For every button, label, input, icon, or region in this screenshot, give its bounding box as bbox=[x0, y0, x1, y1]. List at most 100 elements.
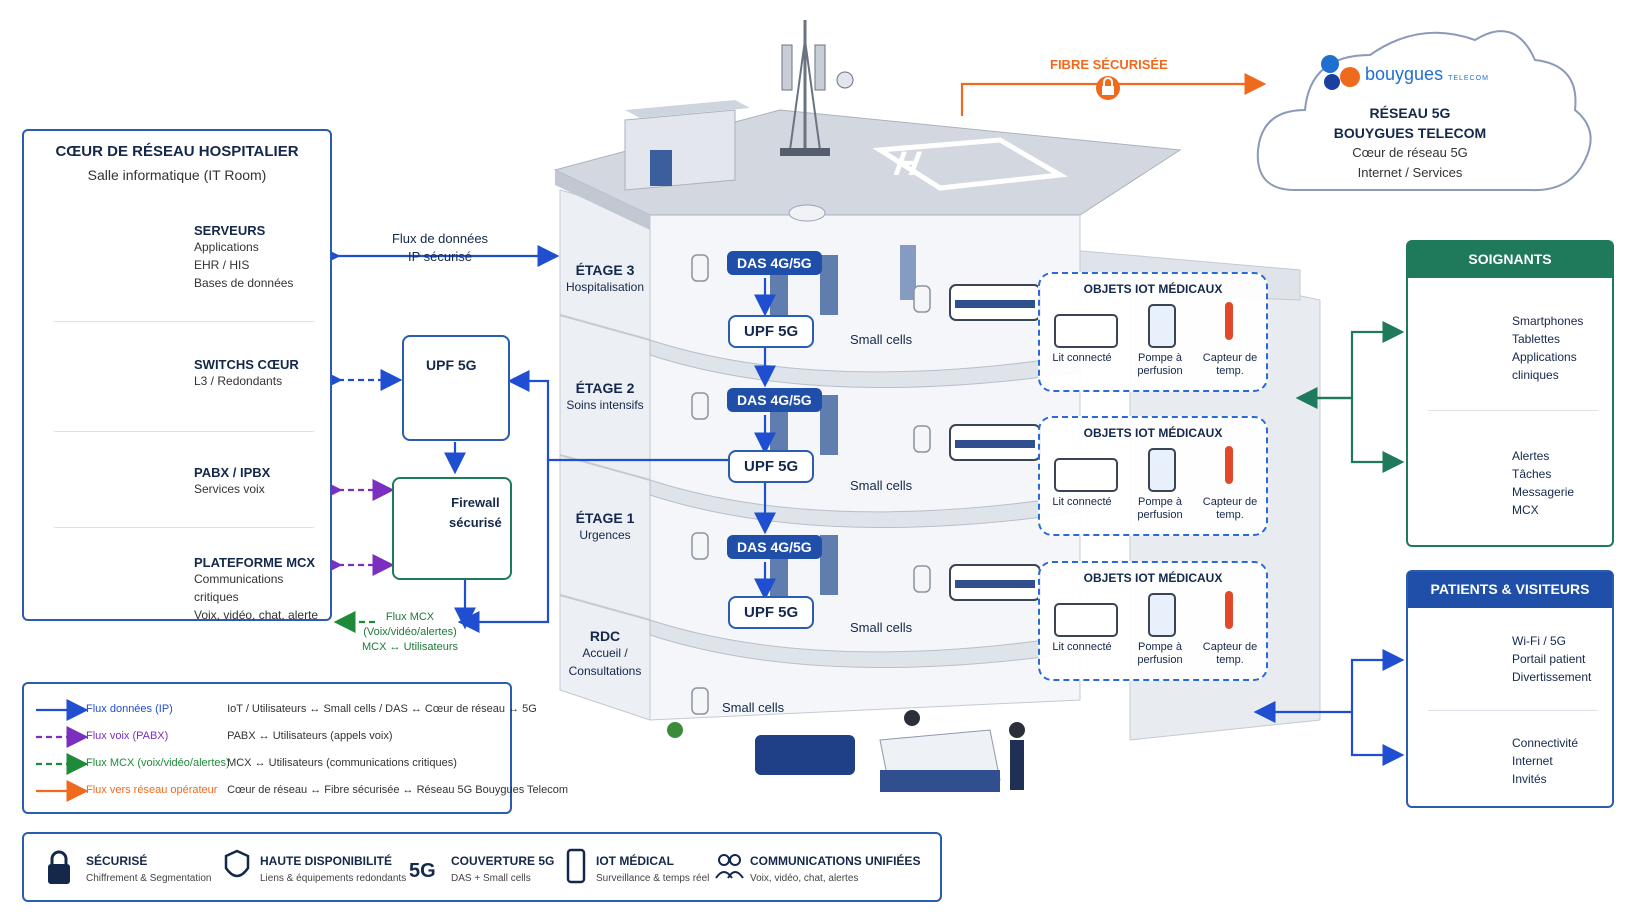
patient-item: Internet bbox=[1512, 754, 1553, 768]
legend-row-operator: Flux vers réseau opérateur Cœur de résea… bbox=[86, 784, 568, 796]
cloud-brand: bouygues TELECOM bbox=[1365, 64, 1489, 85]
fibre-lock-icon bbox=[1096, 76, 1120, 100]
iot-pump-label: Pompe à perfusion bbox=[1137, 352, 1183, 377]
floor-1-name: ÉTAGE 1 bbox=[575, 510, 635, 526]
data-flow-line2: IP sécurisé bbox=[407, 249, 473, 264]
iot-sensor-label: Capteur de temp. bbox=[1202, 641, 1258, 666]
upf-5g-box: UPF 5G bbox=[402, 335, 510, 441]
legend-desc: IoT / Utilisateurs ↔ Small cells / DAS ↔… bbox=[227, 703, 537, 715]
caregiver-item: Tâches bbox=[1512, 467, 1552, 481]
patient-item: Invités bbox=[1512, 772, 1547, 786]
mcx-block: PLATEFORME MCX Communications critiques … bbox=[194, 555, 330, 624]
cloud-shape bbox=[1256, 30, 1592, 192]
feature-desc: Voix, vidéo, chat, alertes bbox=[750, 873, 859, 884]
feature-desc: Liens & équipements redondants bbox=[260, 873, 407, 884]
infusion-pump-icon bbox=[1148, 593, 1176, 637]
connected-bed-icon bbox=[1054, 314, 1118, 348]
flow-arrows bbox=[318, 73, 1405, 766]
connected-bed-icon bbox=[1054, 458, 1118, 492]
legend-desc: MCX ↔ Utilisateurs (communications criti… bbox=[227, 757, 457, 769]
upf-floor-2: UPF 5G bbox=[728, 450, 815, 483]
data-flow-line1: Flux de données bbox=[391, 231, 489, 246]
mcx-line2: Voix, vidéo, chat, alerte bbox=[194, 608, 319, 622]
phone-icon bbox=[566, 848, 586, 884]
iot-title: OBJETS IOT MÉDICAUX bbox=[1083, 426, 1223, 440]
patients-list-1: Wi-Fi / 5G Portail patient Divertissemen… bbox=[1512, 632, 1591, 686]
iot-sensor-label: Capteur de temp. bbox=[1202, 496, 1258, 521]
pabx-title: PABX / IPBX bbox=[194, 465, 271, 480]
caregiver-item: Tablettes bbox=[1512, 332, 1561, 346]
floor-rdc-desc: Accueil / Consultations bbox=[568, 646, 642, 678]
caregivers-list-2: Alertes Tâches Messagerie MCX bbox=[1512, 447, 1574, 519]
caregiver-item: MCX bbox=[1512, 503, 1539, 517]
cloud-line2: Internet / Services bbox=[1357, 165, 1463, 180]
firewall-line2: sécurisé bbox=[449, 515, 502, 530]
shield-icon bbox=[224, 849, 250, 878]
feature-title: IOT MÉDICAL bbox=[596, 854, 674, 868]
small-cells-floor-3: Small cells bbox=[850, 332, 913, 347]
servers-block: SERVEURS Applications EHR / HIS Bases de… bbox=[194, 223, 293, 292]
upf-floor-3: UPF 5G bbox=[728, 315, 815, 348]
floor-3-name: ÉTAGE 3 bbox=[575, 262, 635, 278]
patients-header bbox=[1408, 572, 1612, 608]
caregiver-item: Smartphones bbox=[1512, 314, 1584, 328]
floor-1-label: ÉTAGE 1 Urgences bbox=[560, 510, 650, 544]
floor-2-desc: Soins intensifs bbox=[566, 398, 644, 412]
servers-title: SERVEURS bbox=[194, 223, 266, 238]
floor-1-desc: Urgences bbox=[579, 528, 631, 542]
feature-title: COUVERTURE 5G bbox=[451, 854, 555, 868]
iot-box-floor-1: OBJETS IOT MÉDICAUX Lit connecté Pompe à… bbox=[1038, 561, 1268, 681]
servers-line1: Applications bbox=[194, 240, 259, 254]
caregiver-item: Applications bbox=[1512, 350, 1577, 364]
patients-list-2: Connectivité Internet Invités bbox=[1512, 734, 1578, 788]
caregivers-list-1: Smartphones Tablettes Applications clini… bbox=[1512, 312, 1583, 384]
iot-title: OBJETS IOT MÉDICAUX bbox=[1083, 282, 1223, 296]
5g-icon: 5G bbox=[409, 860, 436, 882]
iot-sensor-label: Capteur de temp. bbox=[1202, 352, 1258, 377]
floor-2-label: ÉTAGE 2 Soins intensifs bbox=[560, 380, 650, 414]
mcx-flow-line2: (Voix/vidéo/alertes) bbox=[363, 626, 457, 638]
patients-panel: PATIENTS & VISITEURS Wi-Fi / 5G Portail … bbox=[1406, 570, 1614, 808]
cloud-line1: Cœur de réseau 5G bbox=[1352, 145, 1468, 160]
iot-box-floor-3: OBJETS IOT MÉDICAUX Lit connecté Pompe à… bbox=[1038, 272, 1268, 392]
das-floor-3: DAS 4G/5G bbox=[727, 251, 822, 275]
divider bbox=[54, 321, 314, 322]
iot-bed-label: Lit connecté bbox=[1052, 352, 1112, 364]
legend-desc: Cœur de réseau ↔ Fibre sécurisée ↔ Résea… bbox=[227, 784, 569, 796]
thermometer-icon bbox=[1225, 591, 1233, 629]
feature-title: SÉCURISÉ bbox=[86, 854, 148, 868]
floor-3-desc: Hospitalisation bbox=[565, 280, 645, 294]
feature-title: COMMUNICATIONS UNIFIÉES bbox=[750, 854, 921, 868]
floor-rdc-label: RDC Accueil / Consultations bbox=[560, 628, 650, 680]
switches-title: SWITCHS CŒUR bbox=[194, 357, 299, 372]
mcx-line1: Communications critiques bbox=[194, 572, 284, 604]
small-cells-floor-1: Small cells bbox=[850, 620, 913, 635]
legend-swatches bbox=[36, 699, 89, 802]
fibre-label: FIBRE SÉCURISÉE bbox=[1050, 57, 1168, 72]
infusion-pump-icon bbox=[1148, 304, 1176, 348]
floor-3-label: ÉTAGE 3 Hospitalisation bbox=[560, 262, 650, 296]
mcx-flow-line3: MCX ↔ Utilisateurs bbox=[362, 641, 458, 653]
divider bbox=[54, 527, 314, 528]
legend-label: Flux données (IP) bbox=[86, 703, 173, 715]
core-title: CŒUR DE RÉSEAU HOSPITALIER bbox=[55, 143, 299, 160]
servers-line3: Bases de données bbox=[194, 276, 294, 290]
caregiver-item: Messagerie bbox=[1512, 485, 1575, 499]
firewall-line1: Firewall bbox=[451, 495, 500, 510]
caregivers-panel: SOIGNANTS Smartphones Tablettes Applicat… bbox=[1406, 240, 1614, 547]
firewall-box: Firewall sécurisé bbox=[392, 477, 512, 580]
caregivers-header bbox=[1408, 242, 1612, 278]
pabx-line1: Services voix bbox=[194, 482, 265, 496]
patients-title: PATIENTS & VISITEURS bbox=[1430, 581, 1590, 597]
feature-desc: Surveillance & temps réel bbox=[596, 873, 710, 884]
mcx-title: PLATEFORME MCX bbox=[194, 555, 316, 570]
cloud-title2: BOUYGUES TELECOM bbox=[1333, 125, 1487, 141]
caregiver-item: cliniques bbox=[1512, 368, 1559, 382]
lock-icon bbox=[48, 850, 70, 884]
iot-bed-label: Lit connecté bbox=[1052, 496, 1112, 508]
feature-desc: Chiffrement & Segmentation bbox=[86, 873, 212, 884]
cloud-text: RÉSEAU 5G BOUYGUES TELECOM Cœur de résea… bbox=[1300, 103, 1520, 183]
patient-item: Portail patient bbox=[1512, 652, 1586, 666]
connected-bed-icon bbox=[1054, 603, 1118, 637]
legend-desc: PABX ↔ Utilisateurs (appels voix) bbox=[227, 730, 393, 742]
